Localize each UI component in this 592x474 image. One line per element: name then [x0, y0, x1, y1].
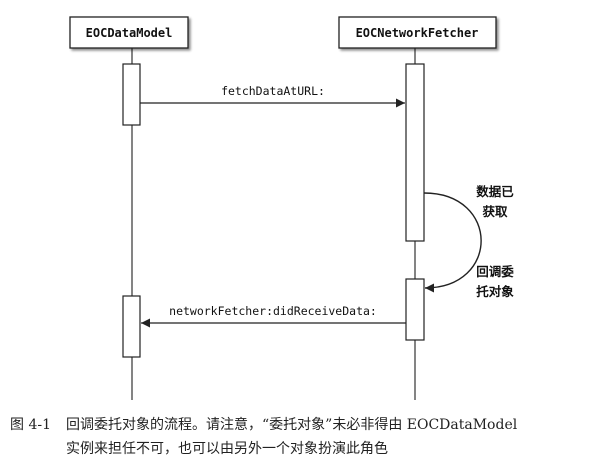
activation-bar-fetcher-1 — [405, 63, 425, 242]
message-label-did-receive: networkFetcher:didReceiveData: — [169, 304, 377, 318]
activation-bar-data-model-2 — [122, 295, 141, 358]
caption-line-1: 图 4-1 回调委托对象的流程。请注意，“委托对象”未必非得由 EOCDataM… — [10, 413, 585, 437]
note-callback-line2: 托对象 — [476, 284, 514, 299]
caption-indent — [10, 437, 66, 461]
caption-line-2: 实例来担任不可，也可以由另外一个对象扮演此角色 — [10, 437, 585, 461]
participant-label: EOCNetworkFetcher — [356, 26, 479, 40]
note-callback-line1: 回调委 — [476, 264, 514, 279]
sequence-diagram: EOCDataModel EOCNetworkFetcher fetchData… — [69, 16, 514, 400]
participant-label: EOCDataModel — [86, 26, 173, 40]
note-data-fetched-line2: 获取 — [482, 204, 508, 219]
participant-eoc-network-fetcher: EOCNetworkFetcher — [338, 16, 497, 49]
activation-bar-fetcher-2 — [405, 278, 425, 341]
figure-number: 图 4-1 — [10, 417, 51, 433]
message-label-fetch: fetchDataAtURL: — [221, 84, 325, 98]
participant-box — [338, 16, 497, 49]
figure-caption: 图 4-1 回调委托对象的流程。请注意，“委托对象”未必非得由 EOCDataM… — [10, 413, 585, 461]
caption-text-line2: 实例来担任不可，也可以由另外一个对象扮演此角色 — [66, 441, 388, 457]
participant-eoc-data-model: EOCDataModel — [69, 16, 189, 49]
self-call-arc — [423, 192, 482, 293]
participant-box — [69, 16, 189, 49]
caption-text-line1: 回调委托对象的流程。请注意，“委托对象”未必非得由 EOCDataModel — [66, 417, 518, 433]
note-data-fetched-line1: 数据已 — [475, 184, 514, 199]
activation-bar-data-model-1 — [122, 63, 141, 126]
